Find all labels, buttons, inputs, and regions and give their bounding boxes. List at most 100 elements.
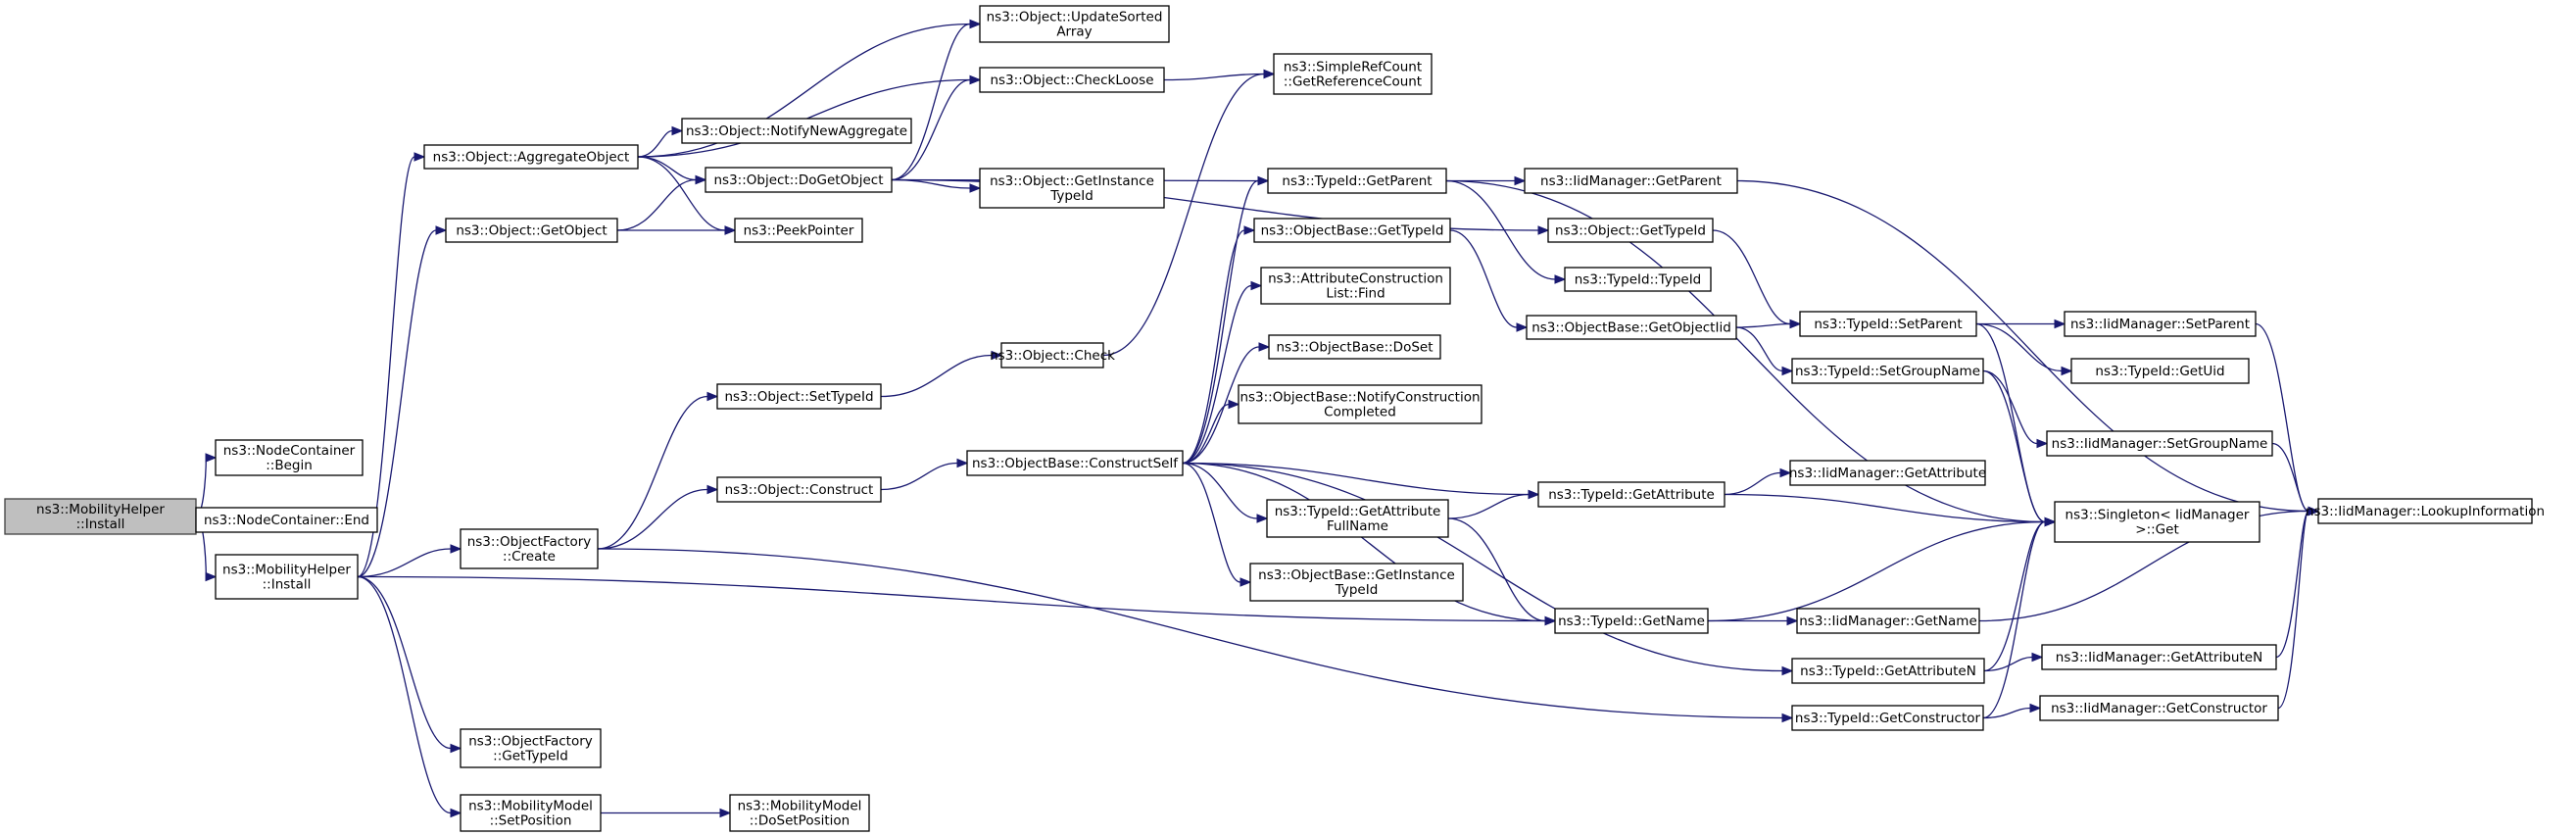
node-mh-install[interactable]: ns3::MobilityHelper::Install — [215, 554, 359, 600]
node-iid-getparent[interactable]: ns3::IidManager::GetParent — [1524, 168, 1738, 194]
node-label-obj-dogetobject-line-1: ns3::Object::DoGetObject — [713, 172, 883, 188]
node-label-ob-notifyconstruction-line-1: ns3::ObjectBase::NotifyConstruction — [1239, 390, 1480, 406]
node-label-nc-begin-line-1: ns3::NodeContainer — [223, 443, 356, 459]
node-of-gettypeid[interactable]: ns3::ObjectFactory::GetTypeId — [460, 728, 602, 768]
node-ob-doset[interactable]: ns3::ObjectBase::DoSet — [1268, 334, 1441, 360]
node-box-ob-notifyconstruction — [1238, 384, 1482, 424]
node-tid-typeid[interactable]: ns3::TypeId::TypeId — [1564, 267, 1712, 292]
node-mm-setposition[interactable]: ns3::MobilityModel::SetPosition — [460, 794, 602, 832]
node-obj-dogetobject[interactable]: ns3::Object::DoGetObject — [705, 167, 893, 193]
edge-of-create-to-obj-construct — [597, 488, 708, 550]
node-tid-setparent[interactable]: ns3::TypeId::SetParent — [1799, 311, 1977, 337]
node-label-tid-getparent-line-1: ns3::TypeId::GetParent — [1282, 173, 1432, 189]
arrowhead-of-create-to-obj-settypeid — [706, 391, 719, 402]
node-ob-gettypeid[interactable]: ns3::ObjectBase::GetTypeId — [1253, 218, 1451, 243]
node-label-ob-getinstancetypeid-line-2: TypeId — [1335, 582, 1379, 598]
node-tid-getattribute[interactable]: ns3::TypeId::GetAttribute — [1537, 481, 1725, 508]
arrowhead-obj-settypeid-to-obj-check — [991, 350, 1003, 361]
node-iid-getattribute[interactable]: ns3::IidManager::GetAttribute — [1789, 460, 1986, 486]
arrowhead-of-create-to-tid-getconstructor — [1781, 713, 1794, 723]
node-label-mh-install-root-line-2: ::Install — [76, 516, 125, 532]
node-tid-getname[interactable]: ns3::TypeId::GetName — [1554, 608, 1709, 634]
node-tid-getuid[interactable]: ns3::TypeId::GetUid — [2070, 358, 2250, 384]
node-obj-settypeid[interactable]: ns3::Object::SetTypeId — [716, 383, 882, 410]
node-label-of-gettypeid-line-1: ns3::ObjectFactory — [468, 734, 593, 750]
arrowhead-obj-dogetobject-to-obj-getinstancetypeid — [969, 183, 982, 193]
node-box-iid-setparent — [2064, 311, 2257, 337]
node-box-iid-lookupinformation — [2317, 498, 2533, 524]
arrowhead-mh-install-root-to-mh-install — [205, 571, 218, 582]
node-obj-check[interactable]: ns3::Object::Check — [990, 342, 1115, 369]
node-label-obj-check-line-1: ns3::Object::Check — [990, 348, 1115, 364]
node-label-iid-getattribute-line-1: ns3::IidManager::GetAttribute — [1789, 466, 1986, 481]
node-singleton-get[interactable]: ns3::Singleton< IidManager>::Get — [2054, 501, 2260, 543]
edge-obj-construct-to-ob-constructself — [880, 462, 958, 491]
node-box-obj-updatesorted — [979, 5, 1170, 43]
arrowhead-mh-install-to-of-create — [450, 544, 462, 554]
node-label-iid-getattributen-line-1: ns3::IidManager::GetAttributeN — [2056, 650, 2262, 665]
node-mm-dosetposition[interactable]: ns3::MobilityModel::DoSetPosition — [729, 794, 870, 832]
node-srefcount[interactable]: ns3::SimpleRefCount::GetReferenceCount — [1273, 53, 1433, 95]
node-tid-getconstructor[interactable]: ns3::TypeId::GetConstructor — [1791, 705, 1984, 731]
edge-ob-constructself-to-ob-doset — [1182, 346, 1260, 465]
node-mh-install-root[interactable]: ns3::MobilityHelper::Install — [4, 498, 197, 535]
node-tid-getparent[interactable]: ns3::TypeId::GetParent — [1267, 168, 1447, 194]
arrowhead-ob-constructself-to-ob-getinstancetypeid — [1239, 577, 1252, 587]
node-label-mh-install-line-1: ns3::MobilityHelper — [222, 563, 351, 578]
node-ob-getobjectiid[interactable]: ns3::ObjectBase::GetObjectIid — [1526, 315, 1737, 340]
node-label-tid-getattributefullname-line-2: FullName — [1327, 518, 1388, 534]
edge-tid-getparent-to-tid-typeid — [1445, 179, 1556, 280]
node-box-ob-gettypeid — [1253, 218, 1451, 243]
node-of-create[interactable]: ns3::ObjectFactory::Create — [460, 528, 599, 569]
node-tid-getattributen[interactable]: ns3::TypeId::GetAttributeN — [1791, 658, 1985, 684]
node-label-singleton-get-line-1: ns3::Singleton< IidManager — [2066, 508, 2250, 523]
node-obj-notifynewagg[interactable]: ns3::Object::NotifyNewAggregate — [681, 118, 912, 144]
node-iid-setparent[interactable]: ns3::IidManager::SetParent — [2064, 311, 2257, 337]
node-box-tid-typeid — [1564, 267, 1712, 292]
node-obj-construct[interactable]: ns3::Object::Construct — [716, 476, 882, 503]
node-iid-getname[interactable]: ns3::IidManager::GetName — [1796, 608, 1980, 634]
node-iid-getattributen[interactable]: ns3::IidManager::GetAttributeN — [2041, 644, 2277, 670]
node-obj-aggregate[interactable]: ns3::Object::AggregateObject — [423, 144, 639, 170]
edge-tid-getattribute-to-singleton-get — [1724, 493, 2046, 523]
node-label-tid-getconstructor-line-1: ns3::TypeId::GetConstructor — [1795, 711, 1981, 726]
node-iid-setgroupname[interactable]: ns3::IidManager::SetGroupName — [2046, 430, 2273, 457]
node-label-mh-install-root-line-1: ns3::MobilityHelper — [36, 502, 165, 517]
node-label-obj-settypeid-line-1: ns3::Object::SetTypeId — [724, 389, 873, 405]
node-box-nc-begin — [215, 439, 364, 476]
node-iid-lookupinformation[interactable]: ns3::IidManager::LookupInformation — [2306, 498, 2545, 524]
edge-iid-getconstructor-to-iid-lookupinformation — [2277, 510, 2309, 710]
node-label-ob-constructself-line-1: ns3::ObjectBase::ConstructSelf — [972, 456, 1179, 471]
node-peekpointer[interactable]: ns3::PeekPointer — [734, 218, 863, 243]
node-label-tid-getattributefullname-line-1: ns3::TypeId::GetAttribute — [1275, 504, 1441, 519]
node-obj-getobject[interactable]: ns3::Object::GetObject — [445, 218, 618, 243]
edge-of-create-to-obj-settypeid — [597, 395, 708, 550]
node-box-obj-checkloose — [979, 67, 1165, 93]
node-box-iid-getattribute — [1789, 460, 1986, 486]
edge-tid-getname-to-singleton-get — [1707, 520, 2046, 622]
node-box-tid-getconstructor — [1791, 705, 1984, 731]
node-box-obj-settypeid — [716, 383, 882, 410]
arrowhead-ob-constructself-to-tid-getparent — [1257, 175, 1270, 186]
node-tid-setgroupname[interactable]: ns3::TypeId::SetGroupName — [1791, 358, 1984, 384]
edge-obj-aggregate-to-peekpointer — [637, 156, 726, 231]
node-label-tid-setparent-line-1: ns3::TypeId::SetParent — [1814, 317, 1962, 332]
node-box-of-create — [460, 528, 599, 569]
edge-ob-constructself-to-acl-find — [1182, 284, 1252, 465]
arrowhead-tid-setparent-to-tid-getuid — [2061, 366, 2073, 376]
node-nc-end[interactable]: ns3::NodeContainer::End — [195, 507, 378, 533]
node-ob-notifyconstruction[interactable]: ns3::ObjectBase::NotifyConstructionCompl… — [1238, 384, 1482, 424]
node-label-ob-getobjectiid-line-1: ns3::ObjectBase::GetObjectIid — [1531, 320, 1731, 336]
node-box-peekpointer — [734, 218, 863, 243]
node-ob-constructself[interactable]: ns3::ObjectBase::ConstructSelf — [966, 450, 1184, 476]
node-iid-getconstructor[interactable]: ns3::IidManager::GetConstructor — [2039, 695, 2279, 721]
node-obj-gettypeid[interactable]: ns3::Object::GetTypeId — [1547, 218, 1714, 243]
node-label-of-create-line-2: ::Create — [503, 549, 556, 565]
node-nc-begin[interactable]: ns3::NodeContainer::Begin — [215, 439, 364, 476]
node-obj-checkloose[interactable]: ns3::Object::CheckLoose — [979, 67, 1165, 93]
